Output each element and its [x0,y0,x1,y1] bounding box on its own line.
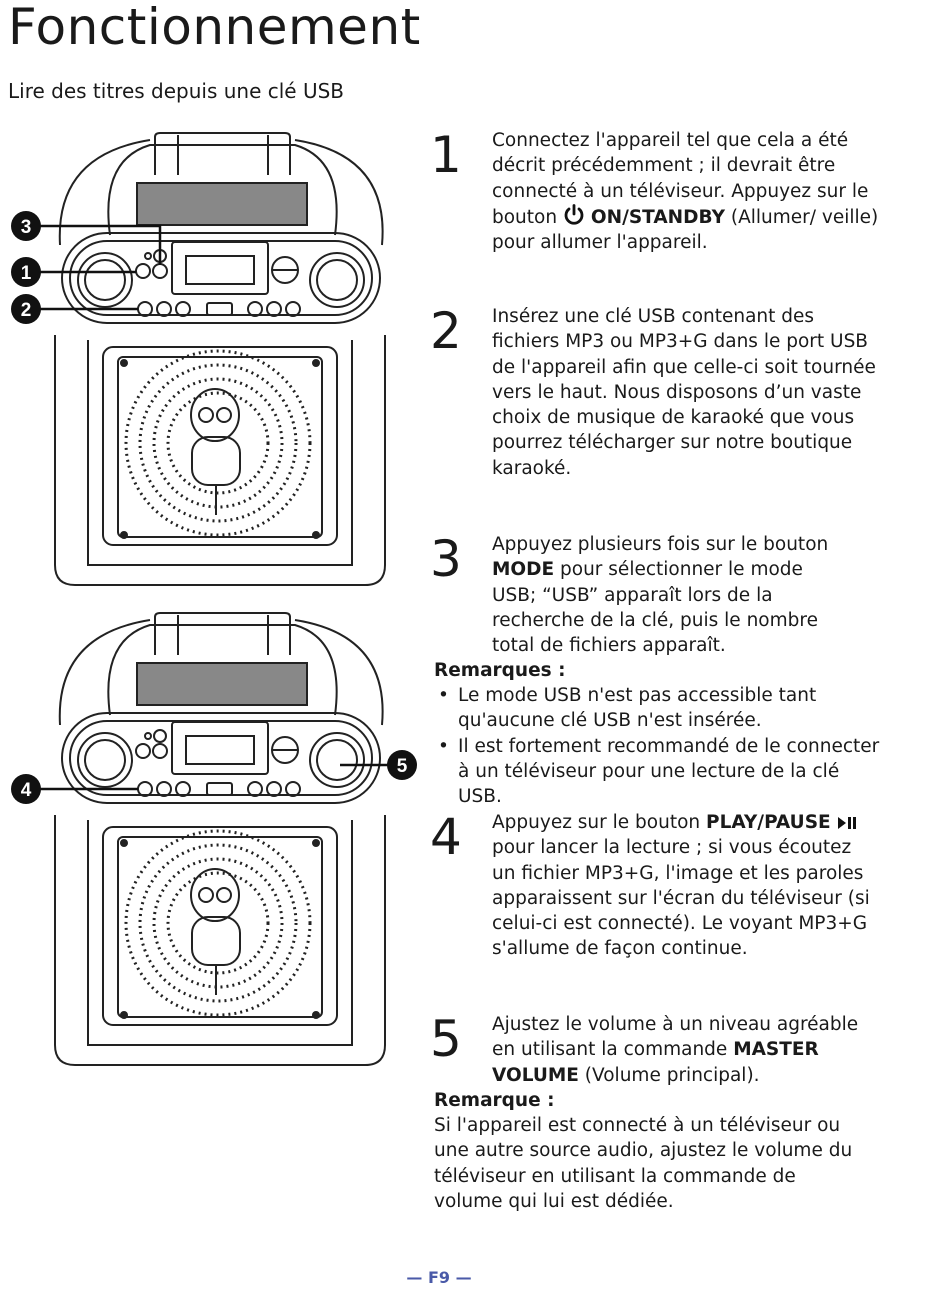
step-5-bold: MASTER VOLUME [492,1039,819,1086]
remarks-list: Le mode USB n'est pas accessible tant qu… [434,683,884,809]
section-subtitle: Lire des titres depuis une clé USB [8,79,345,103]
step-text-4: Appuyez sur le bouton PLAY/PAUSE pour la… [492,810,874,962]
step-number-3: 3 [430,530,462,588]
step-1-bold: ON/STANDBY [590,206,725,228]
remark-item-1: Le mode USB n'est pas accessible tant qu… [434,683,818,734]
step-1-text-b: (Allumer/ veille) pour allumer l'apparei… [492,206,879,254]
power-icon [564,203,584,225]
step-3-text-b: pour sélectionner le mode USB; “USB” app… [492,559,818,657]
step-text-2: Insérez une clé USB contenant des fichie… [492,306,876,479]
step-1-text-a: Connectez l'appareil tel que cela a été … [492,130,869,228]
remark-body: Si l'appareil est connecté à un télévise… [434,1115,853,1212]
step-4-bold: PLAY/PAUSE [706,812,831,833]
page-number: — F9 — [406,1268,472,1287]
callout-1: 1 [21,263,32,284]
callout-4: 4 [21,780,32,801]
step-5-text-b: (Volume principal). [578,1064,760,1086]
step-number-4: 4 [430,808,462,866]
remark-item-2: Il est fortement recommandé de le connec… [434,734,882,810]
step-5-text-a: Ajustez le volume à un niveau agréable e… [492,1014,859,1061]
step-text-1: Connectez l'appareil tel que cela a été … [492,128,892,255]
step-text-3: Appuyez plusieurs fois sur le bouton MOD… [492,532,848,658]
step-number-5: 5 [430,1010,462,1068]
step-3-bold: MODE [492,559,555,581]
step-number-2: 2 [430,302,462,360]
play-pause-icon [837,817,856,829]
callout-2: 2 [21,300,32,321]
karaoke-machine-illustration-top: 3 1 2 [11,132,386,586]
step-text-5: Ajustez le volume à un niveau agréable e… [492,1012,882,1088]
step-number-1: 1 [430,126,462,184]
callout-3: 3 [21,217,32,238]
step-4-text-b: pour lancer la lecture ; si vous écoutez… [492,837,870,960]
callout-5: 5 [397,756,408,777]
remarks-title: Remarques : [434,660,566,681]
page-title: Fonctionnement [8,0,421,56]
step-3-text-a: Appuyez plusieurs fois sur le bouton [492,534,829,555]
step-4-text-a: Appuyez sur le bouton [492,812,707,833]
remark-title: Remarque : [434,1090,555,1111]
karaoke-machine-illustration-bottom: 4 5 [11,612,417,1066]
